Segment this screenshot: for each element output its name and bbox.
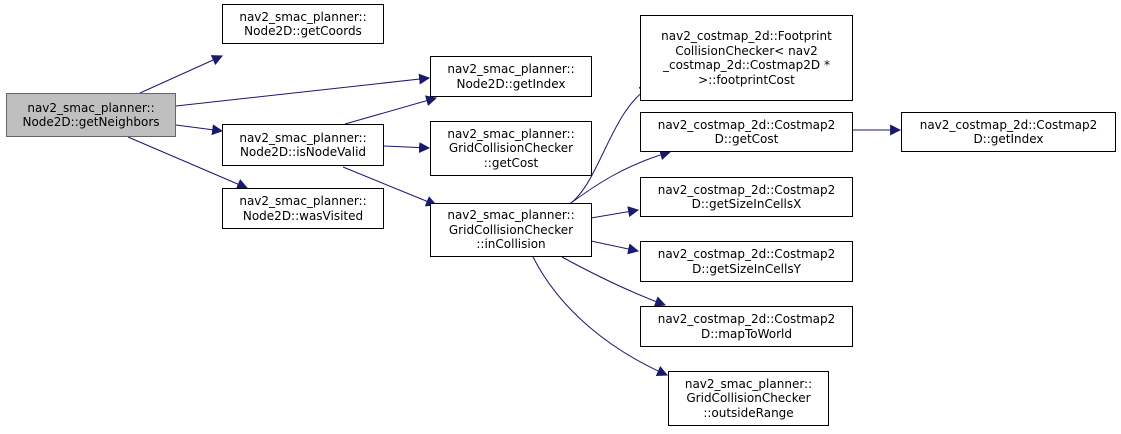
edge-getneighbors-getcoords (139, 55, 224, 94)
edge-getneighbors-wasvisited (127, 136, 249, 190)
node-label-line: D::mapToWorld (700, 326, 792, 341)
node-label-line: ::outsideRange (703, 405, 794, 420)
node-get-size-in-cells-y[interactable]: nav2_costmap_2d::Costmap2 D::getSizeInCe… (640, 241, 853, 282)
node-label-line: D::getSizeInCellsX (691, 197, 802, 211)
node-label-line: nav2_smac_planner:: (239, 9, 367, 24)
node-label-line: >::footprintCost (698, 72, 795, 87)
node-label-line: Node2D::getCoords (244, 24, 362, 38)
node-label-line: GridCollisionChecker (686, 391, 811, 406)
edge-incollision-maptoworld (561, 256, 667, 307)
node-label-line: ::getCost (483, 155, 539, 170)
node-label-line: nav2_costmap_2d::Costmap2 (657, 312, 836, 326)
node-costmap-get-index[interactable]: nav2_costmap_2d::Costmap2 D::getIndex (901, 112, 1116, 152)
edge-incollision-cmgetcost (566, 149, 672, 207)
node-label-line: nav2_smac_planner:: (447, 208, 575, 223)
node-label-line: nav2_smac_planner:: (239, 194, 367, 208)
node-label-line: nav2_smac_planner:: (27, 100, 155, 115)
node-map-to-world[interactable]: nav2_costmap_2d::Costmap2 D::mapToWorld (640, 306, 853, 347)
node-get-neighbors: nav2_smac_planner:: Node2D::getNeighbors (6, 93, 176, 137)
edge-isnodevalid-gccgetcost (383, 142, 431, 154)
edge-incollision-sizey (590, 240, 640, 255)
edge-getneighbors-isnodevalid (175, 124, 224, 136)
node-label-line: Node2D::isNodeValid (239, 145, 367, 159)
edge-isnodevalid-incollision (342, 166, 438, 207)
node-label-line: GridCollisionChecker (448, 141, 574, 156)
node-get-size-in-cells-x[interactable]: nav2_costmap_2d::Costmap2 D::getSizeInCe… (640, 177, 853, 217)
node-label-line: GridCollisionChecker (448, 222, 574, 237)
edge-getneighbors-getindex (175, 73, 431, 107)
node-label-line: Node2D::getIndex (456, 76, 566, 91)
edge-incollision-sizex (590, 206, 640, 219)
edge-isnodevalid-getindex (344, 95, 438, 125)
node-label-line: nav2_smac_planner:: (239, 130, 367, 145)
edge-incollision-footprintcost (566, 86, 651, 207)
node-label-line: _costmap_2d::Costmap2D * (663, 58, 830, 72)
node-label-line: nav2_costmap_2d::Costmap2 (657, 182, 836, 197)
node-outside-range[interactable]: nav2_smac_planner:: GridCollisionChecker… (668, 371, 829, 426)
node-get-index[interactable]: nav2_smac_planner:: Node2D::getIndex (430, 56, 592, 97)
node-get-coords[interactable]: nav2_smac_planner:: Node2D::getCoords (222, 4, 384, 44)
node-is-node-valid[interactable]: nav2_smac_planner:: Node2D::isNodeValid (222, 124, 384, 166)
node-label-line: Node2D::wasVisited (242, 208, 364, 223)
node-label-line: D::getIndex (973, 132, 1044, 146)
edge-incollision-outsiderange (532, 256, 669, 377)
node-label-line: Node2D::getNeighbors (22, 115, 160, 129)
node-label-line: nav2_smac_planner:: (447, 62, 575, 76)
node-label-line: nav2_costmap_2d::Costmap2 (657, 247, 836, 261)
node-label-line: nav2_costmap_2d::Costmap2 (657, 117, 836, 132)
node-label-line: CollisionChecker< nav2 (675, 43, 818, 58)
node-in-collision[interactable]: nav2_smac_planner:: GridCollisionChecker… (430, 203, 592, 257)
node-label-line: nav2_smac_planner:: (447, 126, 575, 141)
node-gcc-get-cost[interactable]: nav2_smac_planner:: GridCollisionChecker… (430, 121, 592, 176)
node-costmap-get-cost[interactable]: nav2_costmap_2d::Costmap2 D::getCost (640, 112, 853, 152)
node-label-line: nav2_costmap_2d::Costmap2 (919, 117, 1098, 132)
node-label-line: ::inCollision (476, 237, 546, 252)
node-label-line: D::getCost (714, 132, 779, 146)
node-label-line: D::getSizeInCellsY (692, 261, 801, 276)
node-label-line: nav2_smac_planner:: (684, 376, 813, 391)
node-was-visited[interactable]: nav2_smac_planner:: Node2D::wasVisited (222, 188, 384, 229)
node-footprint-cost[interactable]: nav2_costmap_2d::Footprint CollisionChec… (640, 15, 853, 101)
node-label-line: nav2_costmap_2d::Footprint (661, 29, 832, 43)
